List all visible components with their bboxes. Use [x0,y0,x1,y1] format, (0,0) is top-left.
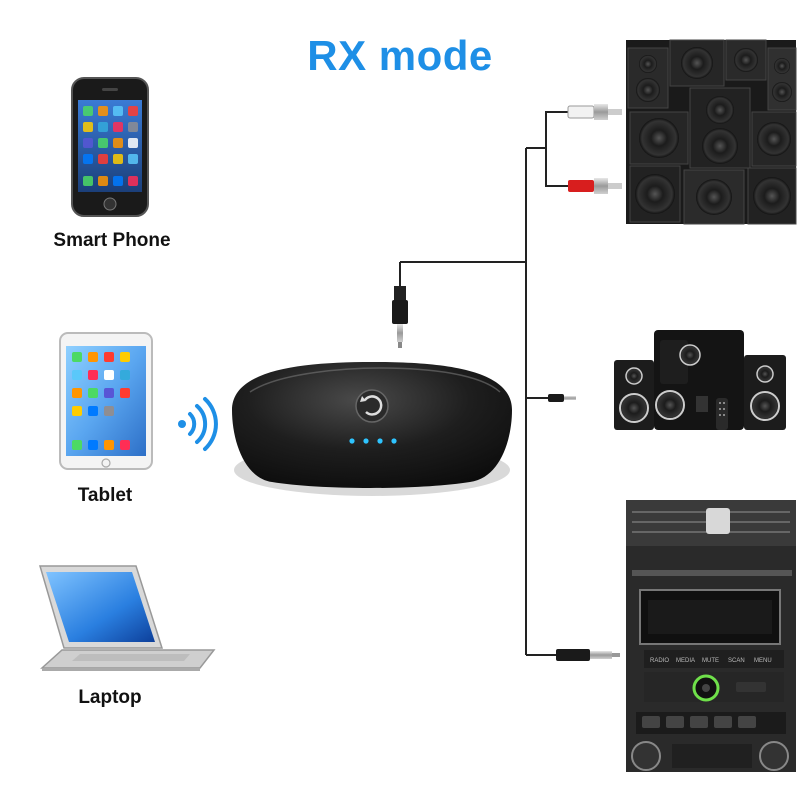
smart-phone-label: Smart Phone [53,230,171,251]
car-btn-radio: RADIO [650,658,669,664]
laptop-label: Laptop [78,687,142,708]
aux-plug-home-theater-icon [548,394,576,402]
tablet-label: Tablet [77,485,133,506]
wireless-signal-icon [178,397,218,451]
rca-red-plug-icon [568,178,622,194]
speaker-stack-icon [626,39,797,225]
home-theater-speakers-icon [614,330,786,430]
rca-white-plug-icon [567,104,622,120]
smartphone-icon [71,77,149,217]
audio-cables [399,111,568,656]
laptop-icon [38,565,216,671]
car-btn-media: MEDIA [676,658,695,664]
aux-plug-icon [392,286,408,348]
status-leds [349,438,397,444]
car-btn-mute: MUTE [702,658,719,664]
aux-plug-car-icon [556,649,620,661]
car-btn-scan: SCAN [728,658,745,664]
bluetooth-receiver-icon [232,362,512,496]
car-btn-menu: MENU [754,658,772,664]
car-stereo-icon: RADIO MEDIA MUTE SCAN MENU [626,500,796,772]
diagram-title: RX mode [307,32,493,79]
tablet-icon [59,332,153,470]
